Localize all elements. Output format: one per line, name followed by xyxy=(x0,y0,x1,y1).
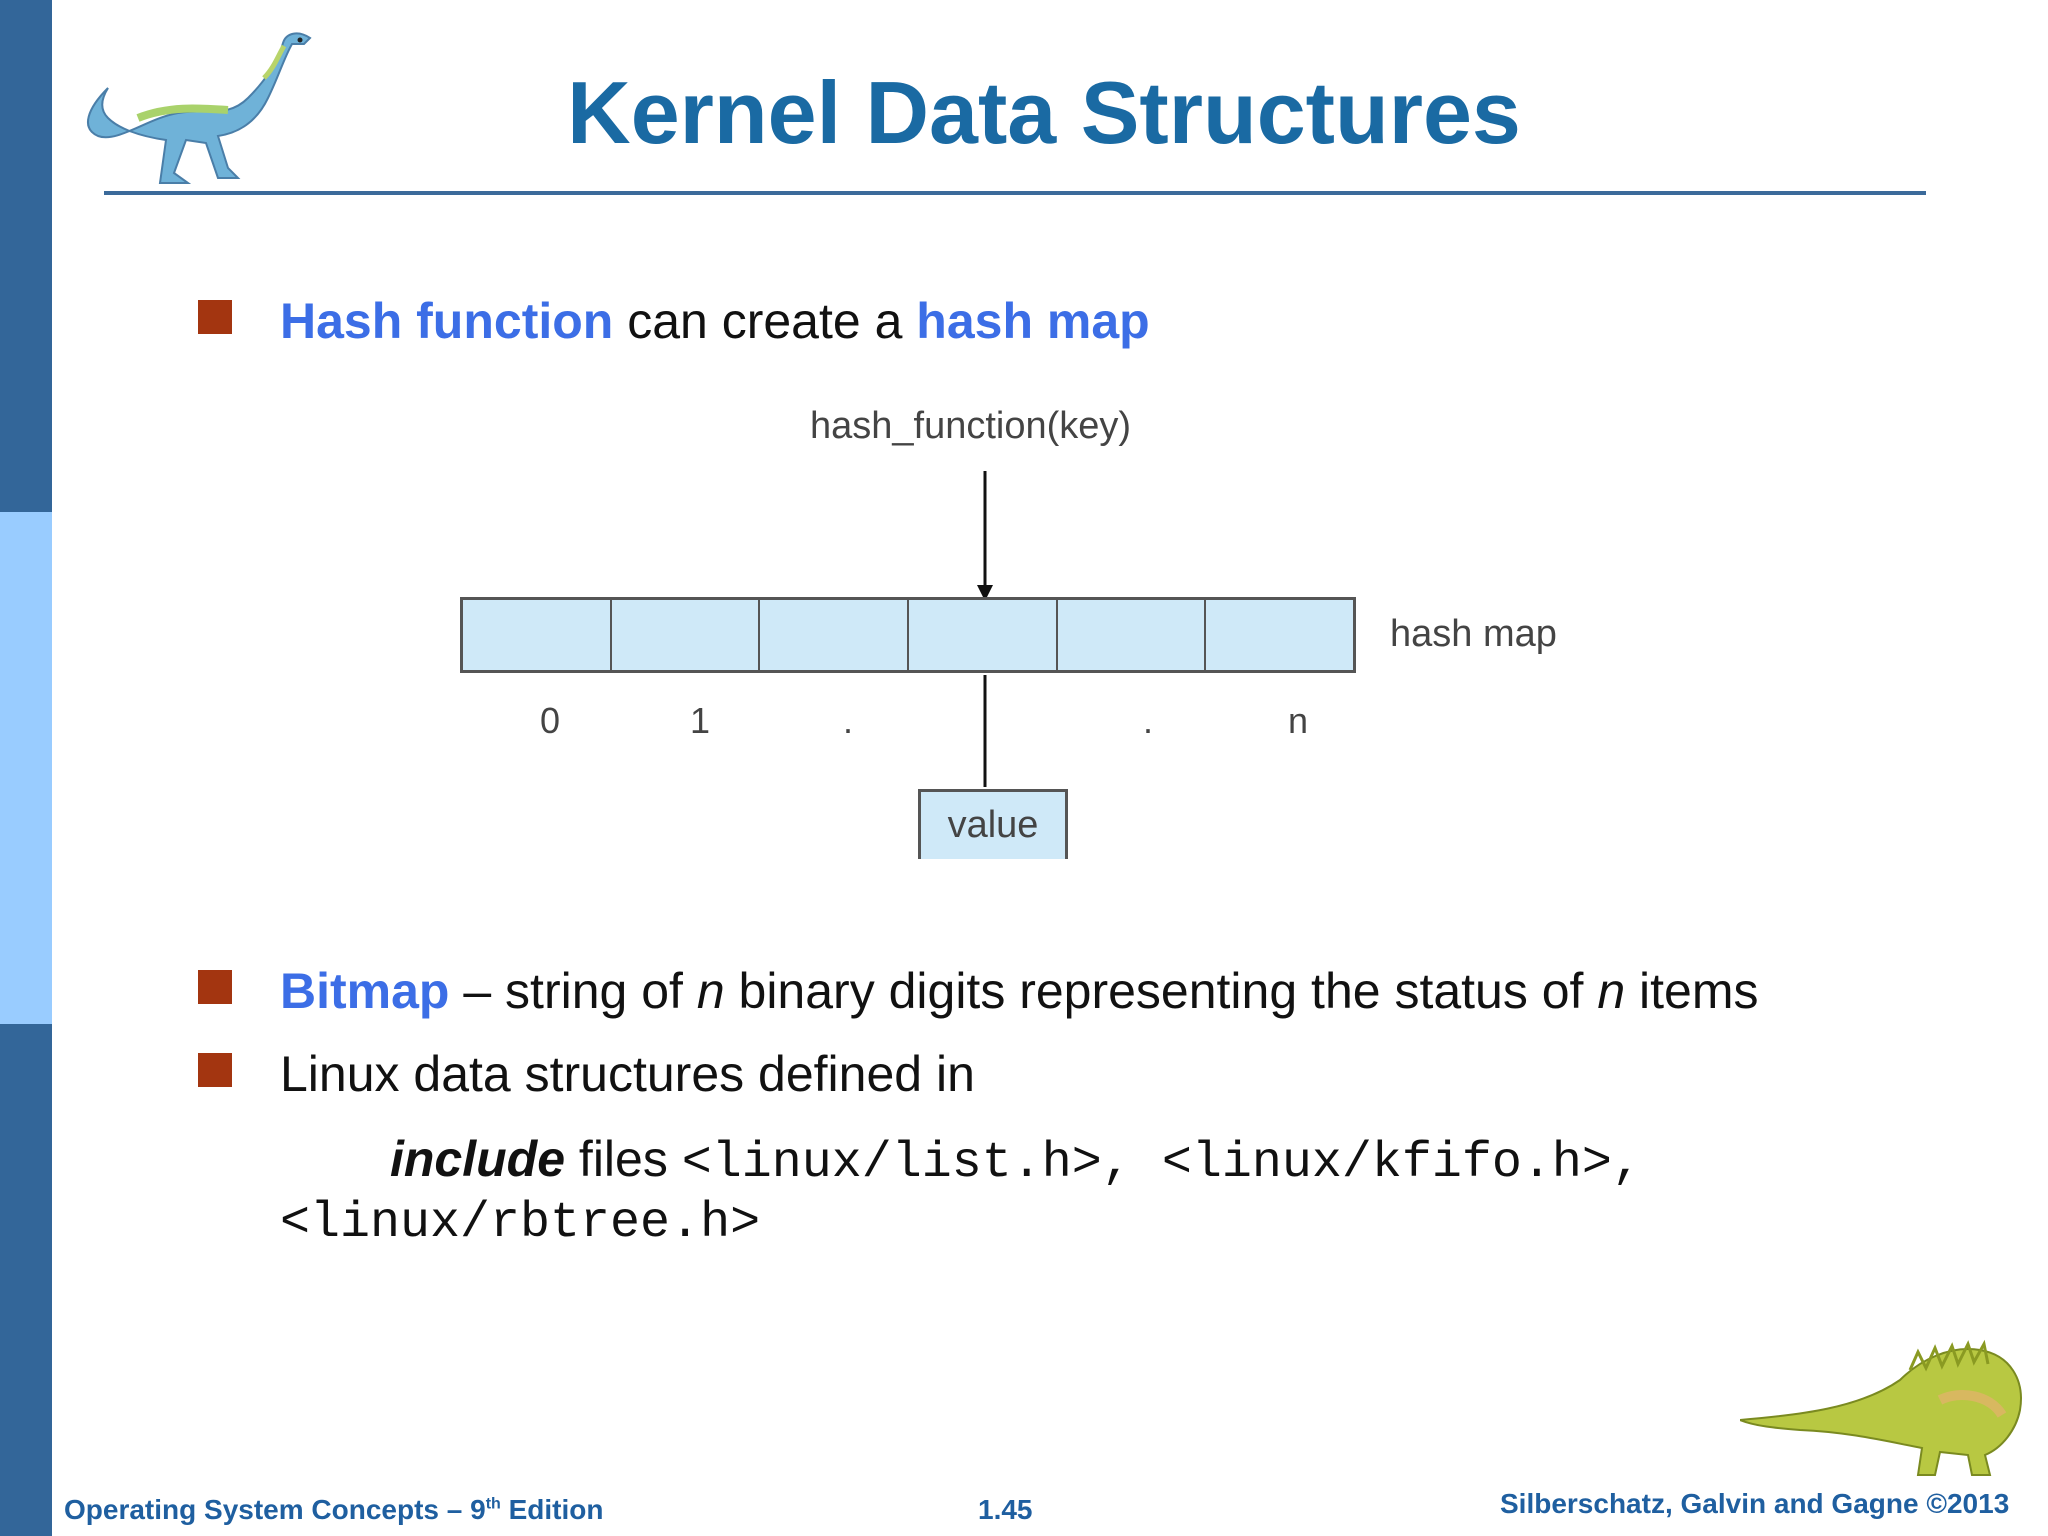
diagram-lines xyxy=(977,471,993,787)
italic-n: n xyxy=(1597,963,1626,1019)
bullet-text: items xyxy=(1625,963,1759,1019)
footer-book-text: Operating System Concepts – 9 xyxy=(64,1494,486,1525)
bullet-text: binary digits representing the status of xyxy=(724,963,1598,1019)
files-word: files xyxy=(565,1131,682,1187)
bullet-linux: Linux data structures defined in xyxy=(280,1046,975,1102)
sidebar-bottom-band xyxy=(0,1024,52,1536)
bullet-hash-function: Hash function can create a hash map xyxy=(280,292,1150,350)
term-hash-function: Hash function xyxy=(280,293,614,349)
hash-map-label: hash map xyxy=(1390,613,1557,655)
bullet-bitmap: Bitmap – string of n binary digits repre… xyxy=(280,962,1759,1020)
index-label: . xyxy=(842,700,853,741)
left-sidebar xyxy=(0,0,52,1536)
value-label: value xyxy=(947,804,1039,846)
sidebar-top-band xyxy=(0,0,52,512)
title-divider xyxy=(104,191,1926,195)
bullet-marker xyxy=(198,1053,232,1087)
footer-superscript: th xyxy=(485,1495,501,1513)
hash-map-cell xyxy=(909,600,1058,670)
term-bitmap: Bitmap xyxy=(280,963,450,1019)
hash-map-cell xyxy=(612,600,761,670)
italic-n: n xyxy=(696,963,725,1019)
slide-title: Kernel Data Structures xyxy=(567,63,1521,162)
footer-edition: Edition xyxy=(500,1494,604,1525)
hash-map-cell xyxy=(1058,600,1207,670)
index-label: 0 xyxy=(539,700,561,741)
value-box: value xyxy=(918,789,1068,859)
footer-authors: Silberschatz, Galvin and Gagne ©2013 xyxy=(1500,1488,2010,1519)
bullet-marker xyxy=(198,300,232,334)
include-code-cont: <linux/rbtree.h> xyxy=(280,1195,761,1252)
sidebar-middle-band xyxy=(0,512,52,1024)
bullet-text: can create a xyxy=(613,293,917,349)
hash-map-cell xyxy=(1206,600,1353,670)
include-word: include xyxy=(390,1131,566,1187)
index-label: 1 xyxy=(689,700,711,741)
footer-page-number: 1.45 xyxy=(978,1494,1033,1525)
hash-map-cell xyxy=(463,600,612,670)
hash-map-cell xyxy=(760,600,910,670)
footer-book-title: Operating System Concepts – 9th Edition xyxy=(64,1494,603,1526)
bullet-text: – string of xyxy=(449,963,697,1019)
dinosaur-logo-icon xyxy=(87,32,312,184)
dinosaur-corner-icon xyxy=(1740,1339,2022,1476)
term-hash-map: hash map xyxy=(916,293,1150,349)
include-code: <linux/list.h>, <linux/kfifo.h>, xyxy=(681,1135,1642,1192)
index-label: n xyxy=(1287,700,1309,741)
index-label: . xyxy=(1142,700,1153,741)
include-line: include files <linux/list.h>, <linux/kfi… xyxy=(390,1130,1642,1192)
bullet-marker xyxy=(198,970,232,1004)
hash-map-array xyxy=(460,597,1356,673)
